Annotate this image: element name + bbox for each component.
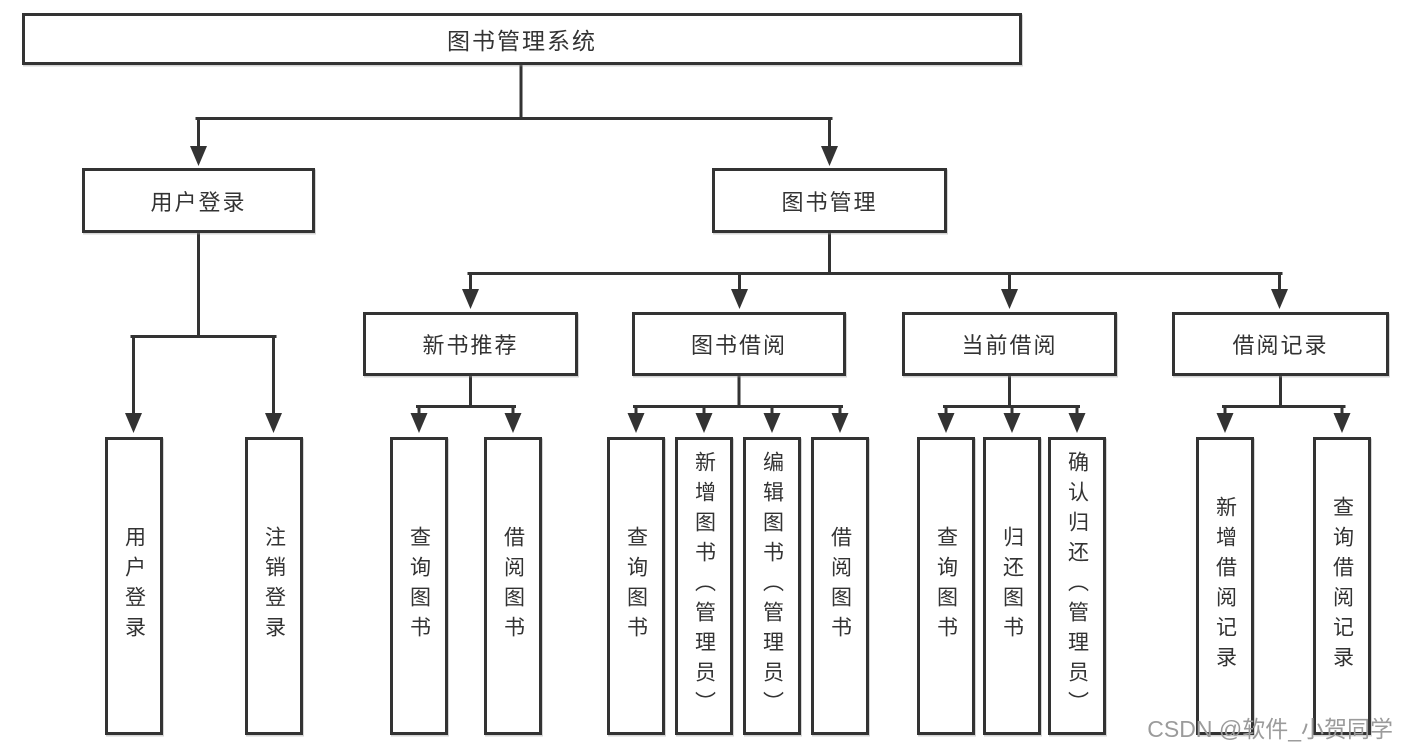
- node-label: 查询图书: [934, 526, 958, 646]
- arrow-down-icon: [410, 413, 428, 433]
- node-label: 查询图书: [624, 526, 648, 646]
- node-label: 查询借阅记录: [1330, 496, 1354, 676]
- connector-line: [633, 374, 843, 408]
- node-label: 查询图书: [407, 526, 431, 646]
- connector-line: [195, 62, 833, 120]
- node-book-management: 图书管理: [712, 168, 947, 233]
- arrow-down-icon: [125, 413, 142, 433]
- node-label: 借阅记录: [1232, 333, 1329, 358]
- node-add-book-admin: 新增图书（管理员）: [675, 437, 733, 735]
- connector-line: [467, 231, 1283, 275]
- arrow-down-icon: [937, 413, 955, 433]
- node-label: 借阅图书: [501, 526, 525, 646]
- arrow-down-icon: [504, 413, 522, 433]
- connector-line: [416, 374, 516, 408]
- arrow-down-icon: [763, 413, 781, 433]
- node-borrow-book: 借阅图书: [811, 437, 869, 735]
- node-label: 归还图书: [1000, 526, 1024, 646]
- connector-line: [1222, 374, 1346, 408]
- node-label: 用户登录: [150, 189, 247, 215]
- arrow-down-icon: [265, 413, 282, 433]
- node-new-book-recommend: 新书推荐: [363, 312, 578, 376]
- node-label: 当前借阅: [961, 333, 1058, 358]
- node-user-login: 用户登录: [82, 168, 315, 233]
- arrow-down-icon: [627, 413, 645, 433]
- node-current-borrow: 当前借阅: [902, 312, 1117, 376]
- arrow-down-icon: [462, 289, 479, 309]
- node-query-borrow-record: 查询借阅记录: [1313, 437, 1371, 735]
- node-label: 新增图书（管理员）: [692, 451, 716, 721]
- arrow-down-icon: [1216, 413, 1234, 433]
- arrow-down-icon: [821, 146, 838, 166]
- node-label: 借阅图书: [828, 526, 852, 646]
- arrow-down-icon: [695, 413, 713, 433]
- node-label: 新书推荐: [422, 333, 519, 358]
- arrow-down-icon: [731, 289, 748, 309]
- node-label: 用户登录: [122, 526, 146, 646]
- node-return-book: 归还图书: [983, 437, 1041, 735]
- node-borrow-records: 借阅记录: [1172, 312, 1389, 376]
- node-logout-leaf: 注销登录: [245, 437, 303, 735]
- arrow-down-icon: [1003, 413, 1021, 433]
- node-user-login-leaf: 用户登录: [105, 437, 163, 735]
- arrow-down-icon: [831, 413, 849, 433]
- node-label: 注销登录: [262, 526, 286, 646]
- node-query-book: 查询图书: [917, 437, 975, 735]
- node-query-book: 查询图书: [607, 437, 665, 735]
- node-label: 编辑图书（管理员）: [760, 451, 784, 721]
- node-add-borrow-record: 新增借阅记录: [1196, 437, 1254, 735]
- connector-line: [943, 374, 1080, 408]
- node-label: 确认归还（管理员）: [1065, 451, 1089, 721]
- node-confirm-return-admin: 确认归还（管理员）: [1048, 437, 1106, 735]
- node-book-borrow: 图书借阅: [632, 312, 846, 376]
- connector-line: [130, 231, 277, 338]
- node-query-book: 查询图书: [390, 437, 448, 735]
- node-label: 新增借阅记录: [1213, 496, 1237, 676]
- node-label: 图书管理系统: [447, 28, 597, 54]
- arrow-down-icon: [1001, 289, 1018, 309]
- node-label: 图书管理: [781, 189, 878, 215]
- node-root: 图书管理系统: [22, 13, 1022, 65]
- csdn-watermark: CSDN @软件_小贺同学: [1147, 716, 1393, 742]
- node-borrow-book: 借阅图书: [484, 437, 542, 735]
- arrow-down-icon: [1333, 413, 1351, 433]
- arrow-down-icon: [1271, 289, 1288, 309]
- node-label: 图书借阅: [690, 333, 787, 358]
- arrow-down-icon: [1068, 413, 1086, 433]
- arrow-down-icon: [190, 146, 207, 166]
- node-edit-book-admin: 编辑图书（管理员）: [743, 437, 801, 735]
